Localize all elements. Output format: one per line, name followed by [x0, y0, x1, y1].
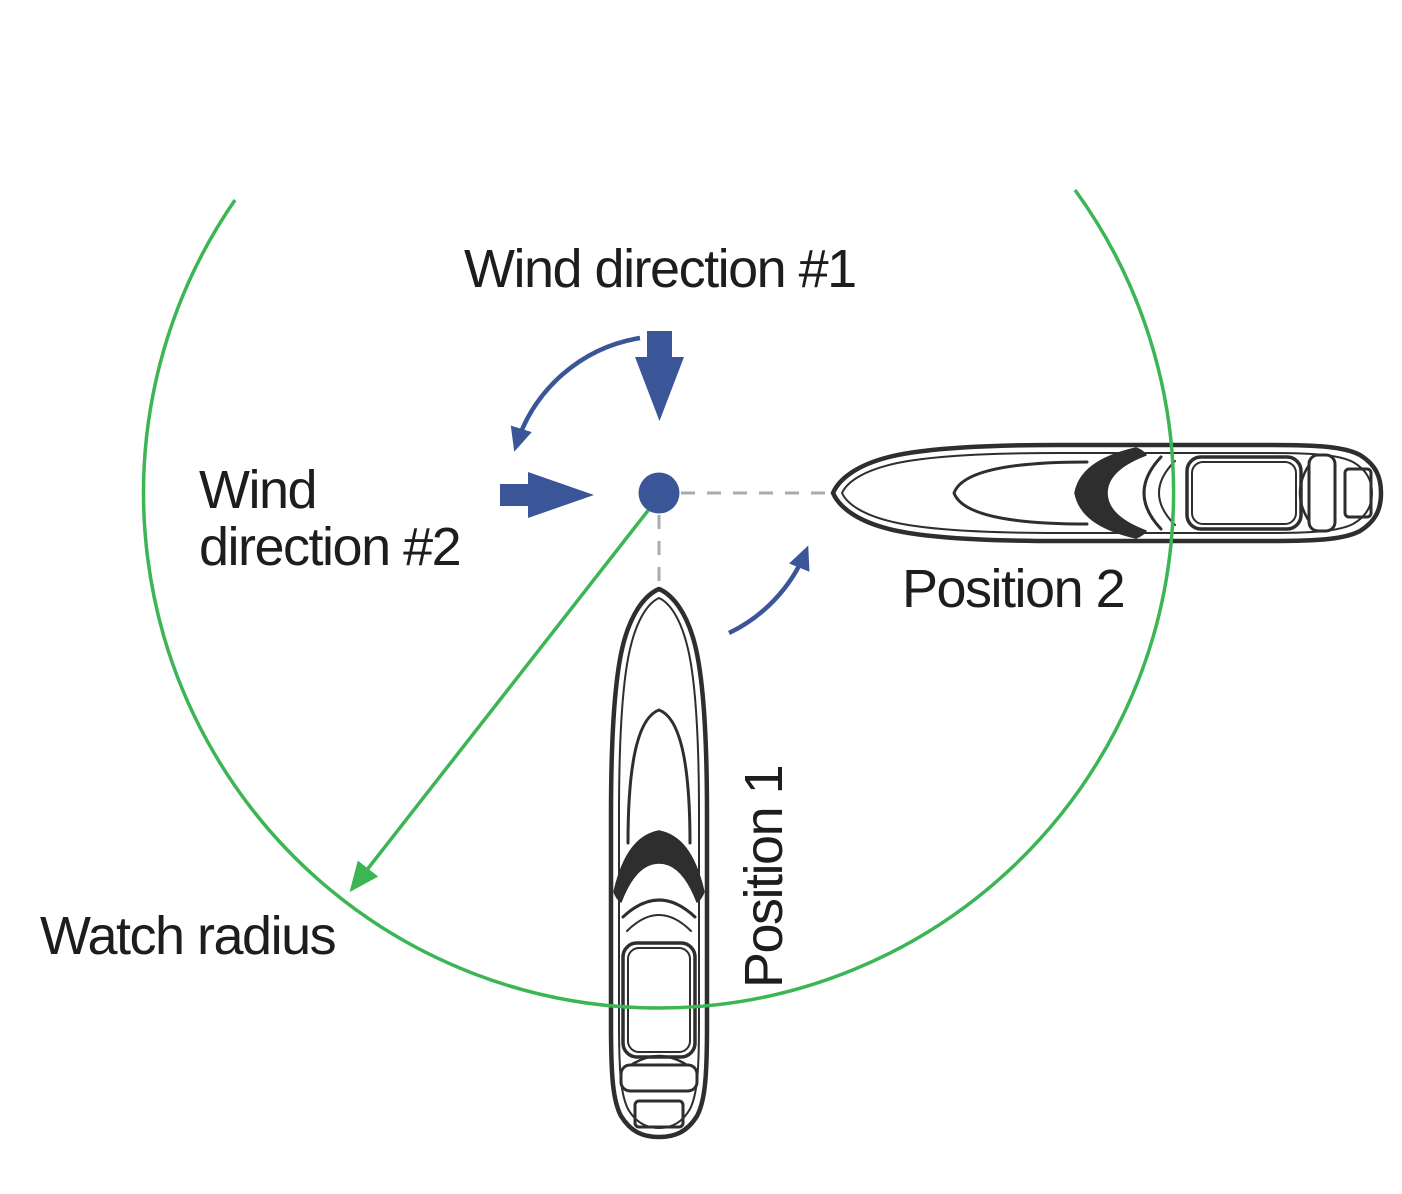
watch-radius-circle: [141, 188, 1176, 1010]
boat-position-2: [833, 445, 1381, 541]
wind-direction-2-line1: Wind: [199, 460, 318, 520]
watch-radius-label: Watch radius: [40, 906, 337, 966]
wind-shift-arc-arrow: [510, 335, 641, 452]
position-1-label: Position 1: [734, 765, 794, 988]
wind-direction-2-label: Wind direction #2: [199, 460, 462, 578]
wind-direction-2-line2: direction #2: [199, 517, 462, 578]
boat-swing-arc-arrow: [728, 545, 810, 636]
watch-radius-arrow: [349, 506, 652, 893]
wind-direction-1-label: Wind direction #1: [464, 239, 857, 299]
wind-direction-1-arrow-icon: [635, 331, 684, 421]
position-2-label: Position 2: [902, 559, 1126, 619]
boat-position-1: [611, 589, 707, 1137]
anchor-point-dot: [638, 472, 680, 514]
wind-direction-2-arrow-icon: [500, 472, 594, 518]
